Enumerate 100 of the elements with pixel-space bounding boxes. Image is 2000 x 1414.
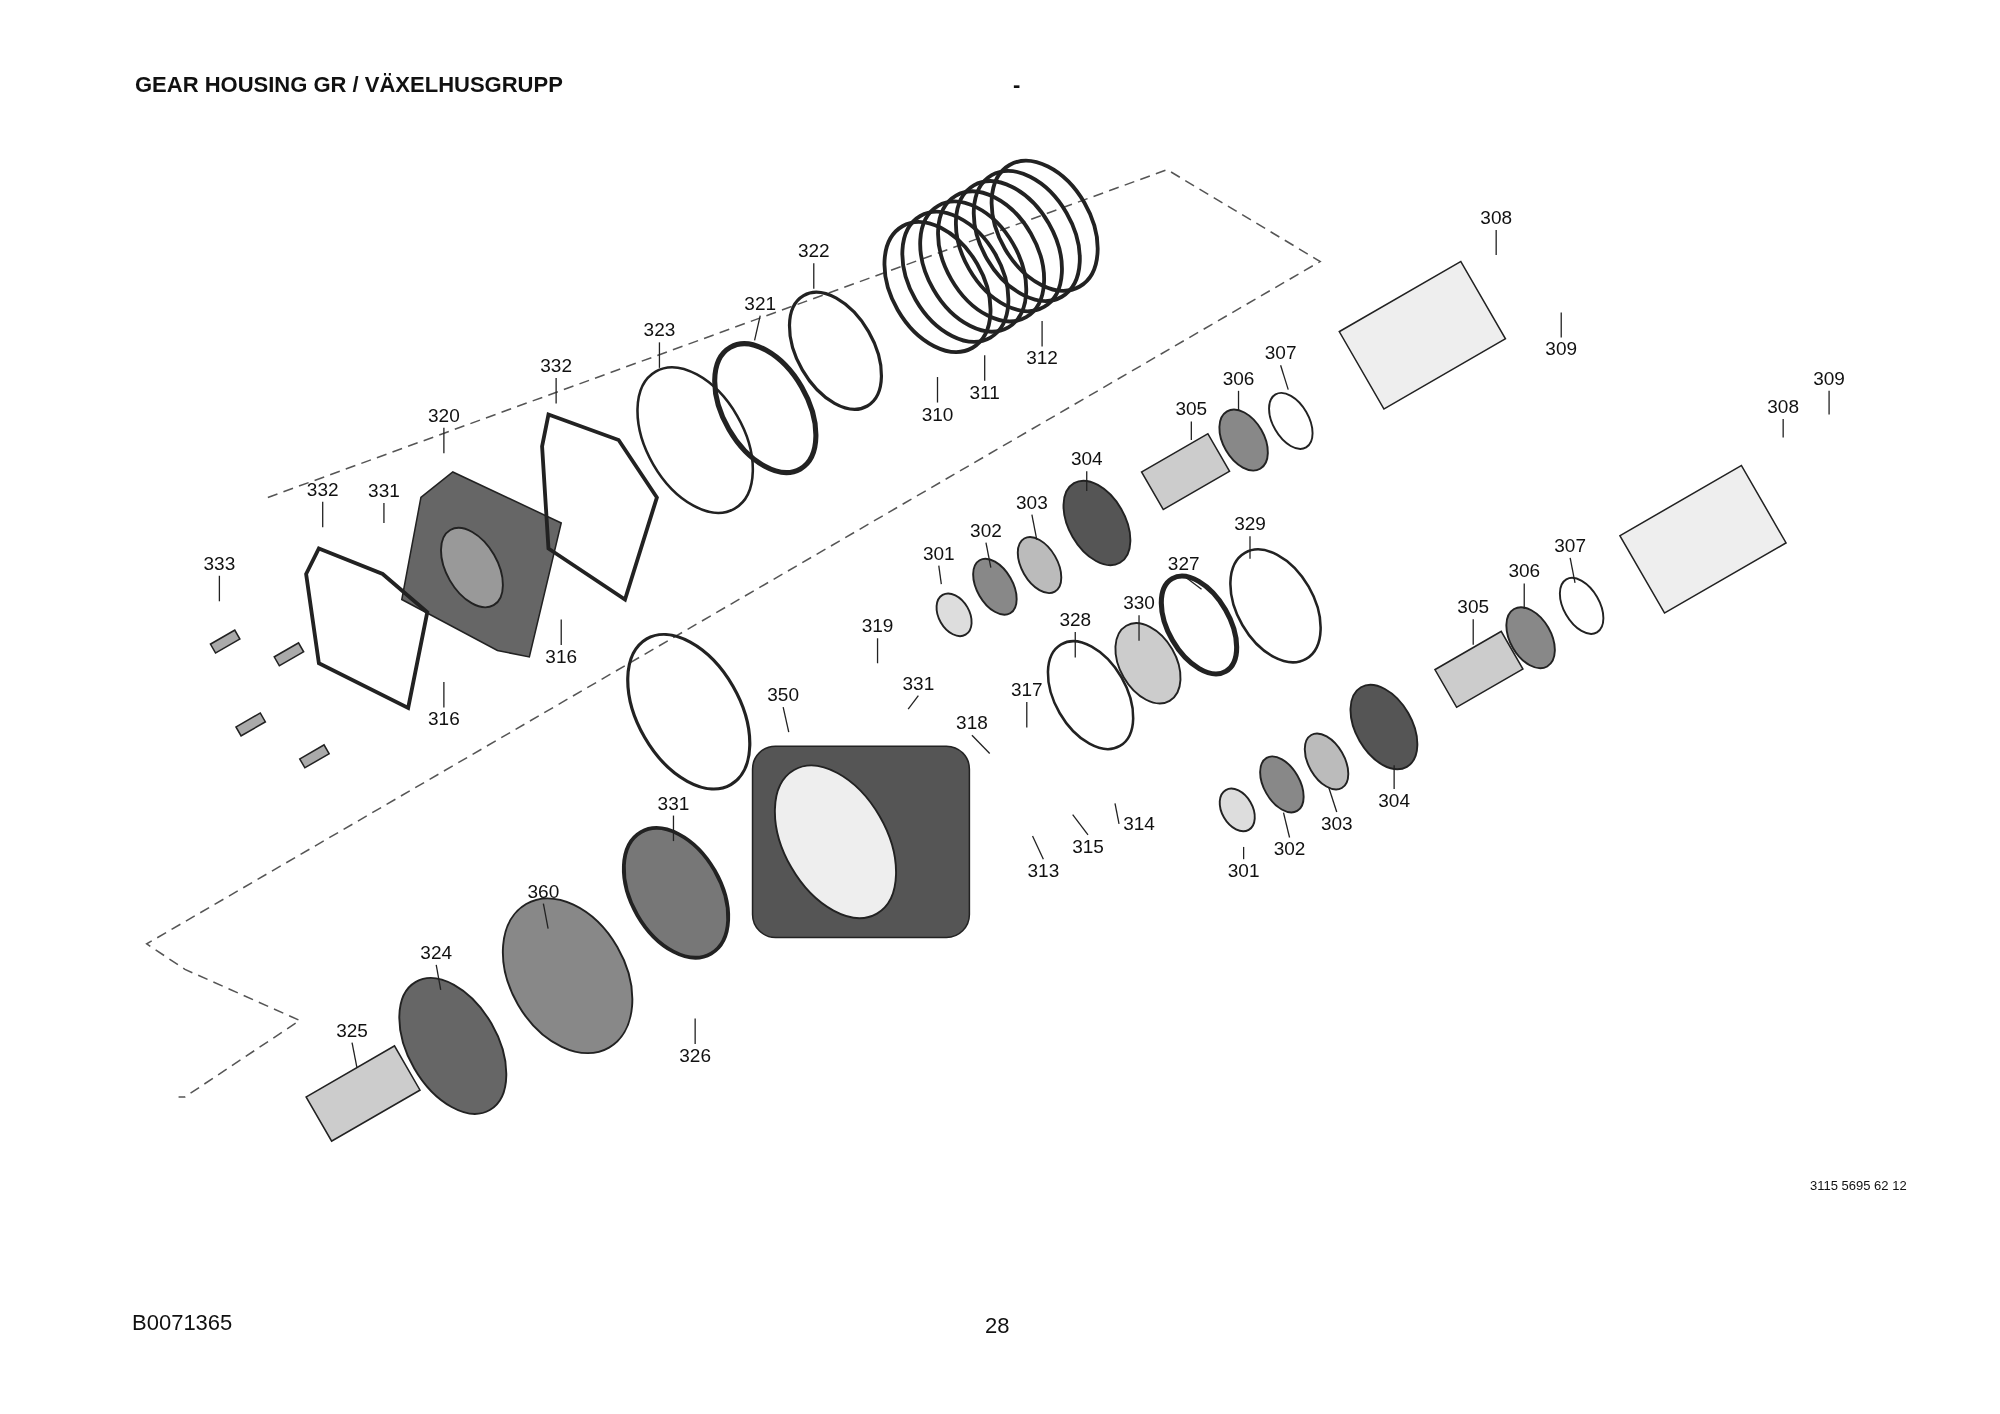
leader-line	[1031, 835, 1044, 860]
leader-line	[555, 377, 557, 405]
callout-number: 308	[1479, 207, 1513, 230]
callout-number: 307	[1263, 342, 1298, 365]
callout-number: 321	[743, 292, 778, 315]
callout-number: 320	[427, 404, 461, 427]
callout-number: 303	[1015, 491, 1049, 514]
callout-number: 324	[419, 941, 454, 964]
callout-number: 330	[1122, 592, 1156, 615]
leader-line	[1282, 812, 1291, 839]
leader-line	[322, 501, 324, 528]
callout-number: 312	[1025, 347, 1059, 370]
callout-number: 325	[335, 1019, 369, 1042]
callout-number: 310	[920, 403, 955, 426]
callout-number: 333	[202, 552, 237, 575]
callout-number: 307	[1553, 534, 1587, 557]
leader-line	[1114, 802, 1120, 825]
header-dash: -	[1013, 72, 1021, 98]
callout-number: 305	[1456, 596, 1491, 619]
leader-line	[383, 502, 385, 524]
leader-line	[1190, 420, 1192, 441]
leader-line	[542, 902, 549, 930]
callout-number: 318	[955, 712, 989, 735]
callout-number: 314	[1122, 812, 1156, 835]
leader-line	[218, 575, 221, 602]
leader-line	[876, 637, 879, 664]
callout-number: 315	[1071, 835, 1105, 858]
callout-number: 317	[1009, 679, 1044, 702]
callout-number: 319	[860, 615, 895, 638]
callout-number: 306	[1507, 560, 1542, 583]
callout-number: 301	[921, 542, 956, 565]
callout-number: 322	[796, 240, 831, 263]
callout-number: 302	[969, 519, 1003, 542]
callout-number: 316	[427, 708, 461, 731]
leader-line	[1026, 701, 1028, 729]
leader-line	[1495, 229, 1497, 256]
callout-number: 309	[1812, 367, 1846, 390]
document-number: B0071365	[132, 1310, 233, 1336]
page-number: 28	[985, 1313, 1010, 1339]
leader-line	[443, 681, 445, 709]
leader-line	[907, 695, 919, 710]
callout-number: 304	[1377, 790, 1411, 812]
leader-line	[938, 564, 942, 585]
page-title: GEAR HOUSING GR / VÄXELHUSGRUPP	[135, 72, 563, 98]
leader-line	[1523, 582, 1525, 610]
leader-line	[658, 341, 661, 369]
callout-number: 309	[1544, 338, 1579, 361]
leader-line	[753, 314, 761, 342]
leader-line	[1031, 513, 1038, 541]
leader-line	[672, 814, 675, 842]
callout-number: 331	[656, 792, 691, 815]
leader-line	[351, 1041, 358, 1069]
callout-number: 311	[968, 381, 1001, 404]
callout-number: 332	[305, 478, 340, 501]
leader-line	[813, 262, 815, 290]
callout-number: 327	[1166, 552, 1201, 575]
callout-number: 331	[367, 480, 401, 503]
leader-line	[1138, 614, 1140, 642]
leader-line	[1828, 390, 1830, 416]
leader-line	[1074, 631, 1076, 659]
callout-number: 331	[901, 672, 936, 695]
leader-line	[1072, 813, 1089, 836]
callout-number: 302	[1272, 838, 1307, 861]
leader-line	[1086, 470, 1088, 492]
leader-line	[694, 1017, 696, 1045]
leader-line	[1249, 535, 1251, 560]
leader-line	[984, 354, 986, 382]
callout-number: 308	[1766, 395, 1800, 418]
leader-line	[443, 427, 445, 454]
callout-number: 305	[1174, 398, 1209, 421]
callout-number: 306	[1221, 367, 1256, 390]
leader-line	[435, 964, 442, 991]
callout-number: 323	[642, 319, 677, 342]
leader-line	[1560, 311, 1562, 339]
callout-number: 328	[1058, 608, 1093, 631]
leader-line	[985, 541, 992, 569]
callout-number: 350	[766, 684, 800, 707]
leader-line	[1782, 418, 1784, 439]
leader-line	[782, 706, 790, 733]
callout-number: 329	[1233, 513, 1267, 536]
leader-line	[1472, 618, 1474, 646]
callout-number: 304	[1069, 448, 1104, 471]
callout-number: 360	[526, 880, 561, 903]
drawing-number: 3115 5695 62 12	[1810, 1178, 1907, 1193]
leader-line	[1279, 364, 1289, 391]
leader-line	[560, 618, 562, 646]
callout-number: 301	[1226, 860, 1261, 883]
leader-line	[936, 376, 939, 404]
callout-number: 313	[1026, 860, 1061, 883]
leader-line	[1569, 557, 1576, 584]
leader-line	[1041, 320, 1043, 348]
callout-number: 303	[1319, 812, 1354, 835]
leader-line	[1242, 846, 1245, 860]
leader-line	[1237, 390, 1240, 412]
callout-number: 316	[544, 645, 579, 668]
leader-line	[1393, 764, 1395, 790]
leader-line	[1328, 787, 1338, 813]
callout-number: 332	[539, 355, 573, 378]
leader-line	[971, 734, 991, 755]
callout-number: 326	[678, 1045, 712, 1068]
